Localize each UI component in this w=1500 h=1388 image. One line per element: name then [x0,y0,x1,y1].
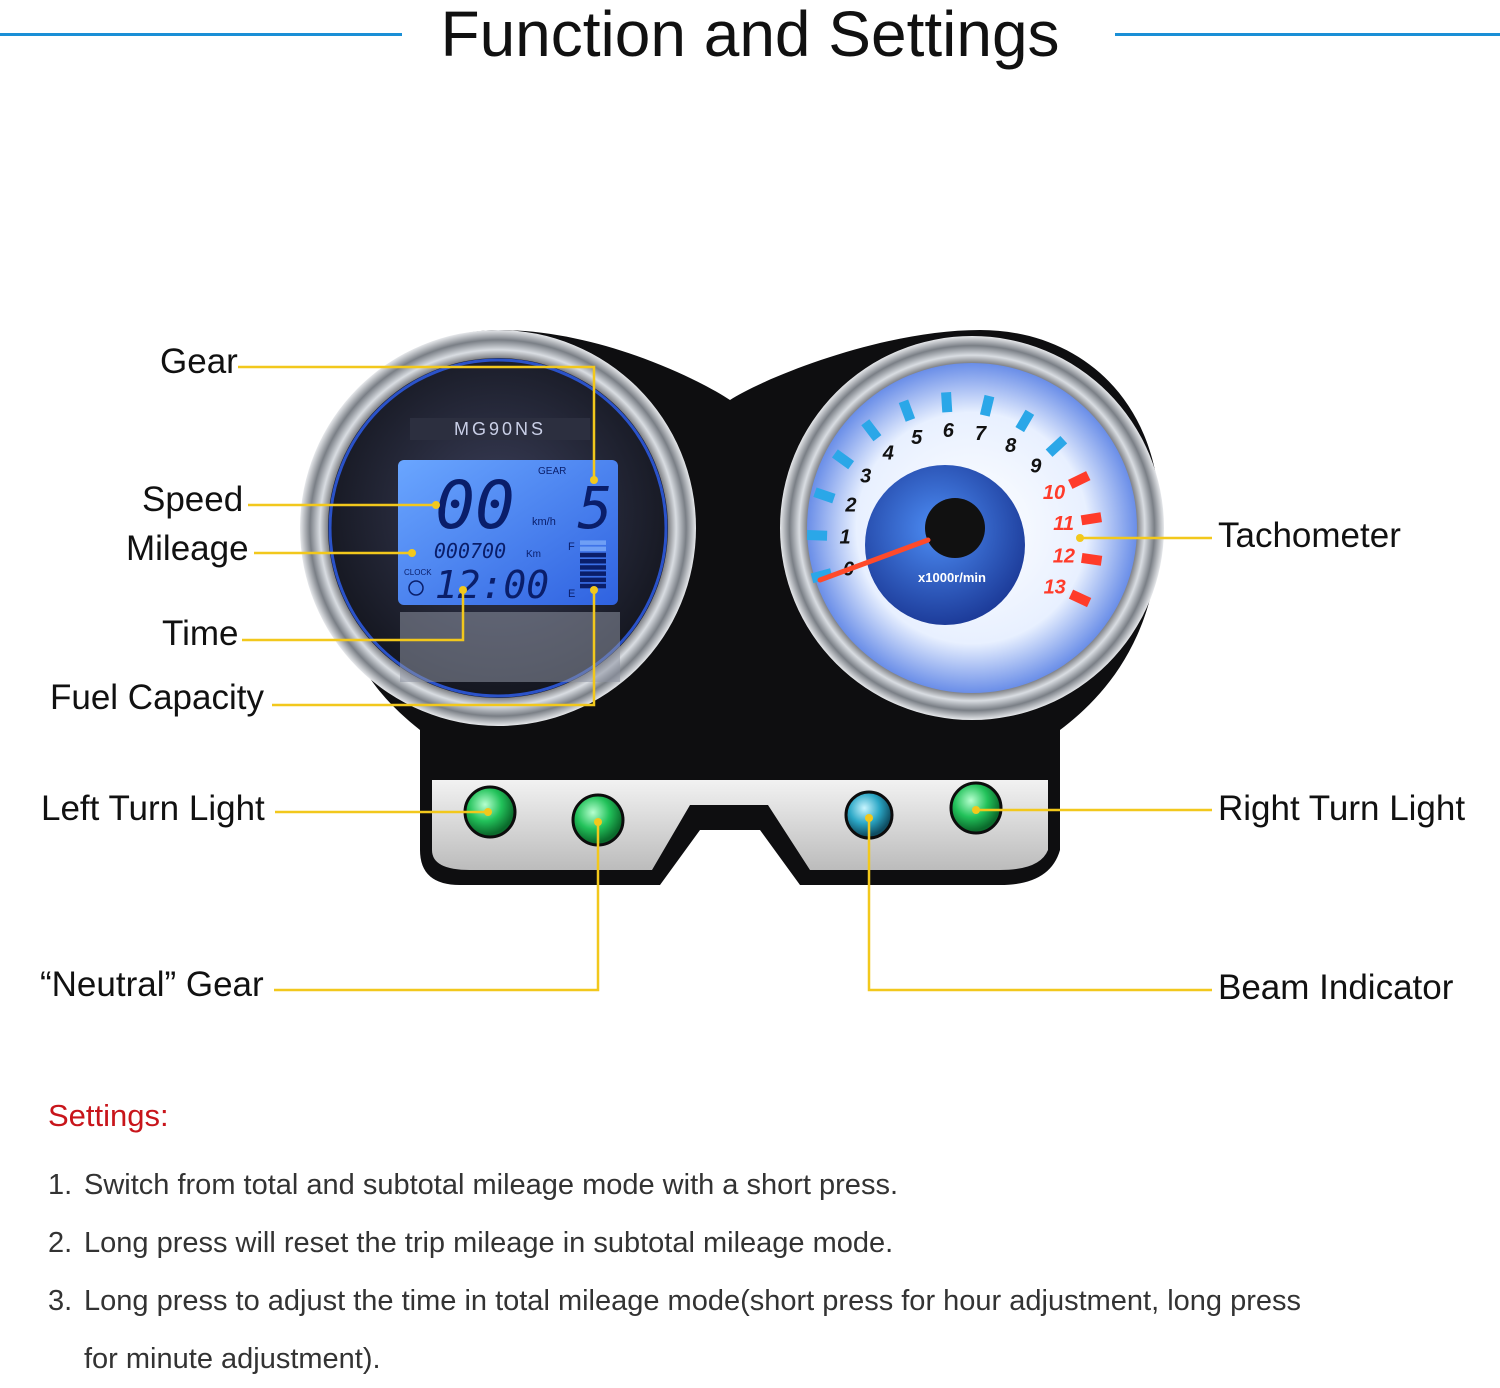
clock-label: CLOCK [404,568,432,577]
callout-left-turn-light: Left Turn Light [41,789,265,828]
settings-item: 1. Switch from total and subtotal mileage… [48,1156,1468,1214]
callout-tachometer: Tachometer [1218,516,1401,555]
tachometer-tick-label: 4 [882,443,894,465]
speed-readout: 00 [435,467,514,544]
tachometer-tick-label: 13 [1044,576,1066,598]
callout-dots [408,476,1084,826]
lcd-screen [398,460,618,605]
callout-right-turn-light: Right Turn Light [1218,789,1466,828]
tachometer-tick-label: 1 [839,526,850,548]
speed-unit: km/h [532,516,556,528]
tachometer-tick [831,449,855,470]
settings-item-text: for minute adjustment). [84,1343,381,1375]
speedometer-brand-strip [410,418,590,440]
fuel-bar [580,571,606,576]
settings-item-number [48,1330,84,1388]
clock-readout: 12:00 [435,563,549,607]
tachometer-scale: 012345678910111213 [806,391,1103,608]
tachometer-tick [1045,435,1068,457]
beam-callout-line [867,818,1212,992]
settings-item: for minute adjustment). [48,1330,1468,1388]
page-title: Function and Settings [440,0,1060,70]
speedometer-brand-text: MG90NS [454,419,546,439]
tachometer-gauge: 012345678910111213 x1000r/min [780,336,1164,720]
callout-beam-indicator: Beam Indicator [1218,968,1454,1007]
settings-list: 1. Switch from total and subtotal mileage… [48,1156,1468,1388]
header-line-right [1115,33,1500,36]
tachometer-tick [806,530,828,541]
settings-item: 3. Long press to adjust the time in total… [48,1272,1468,1330]
fuel-full-label: F [568,541,575,553]
gear-readout: 5 [578,474,613,542]
callout-speed: Speed [142,480,244,519]
tachometer-tick [1015,409,1035,433]
clock-icon [408,580,424,596]
fuel-empty-label: E [568,588,575,600]
fuel-callout-line [272,590,596,707]
tachometer-tick-label: 12 [1053,545,1075,567]
tachometer-tick [979,394,995,417]
tachometer-tick-label: 11 [1053,513,1074,535]
tachometer-tick-label: 7 [975,423,987,445]
callout-lines [238,365,1212,992]
dashboard-illustration: MG90NS 00 km/h GEAR 5 000700 Km CLOCK 12… [238,330,1212,992]
tachometer-tick [1068,589,1092,608]
odometer-unit: Km [526,549,541,560]
callout-mileage: Mileage [126,529,249,568]
callout-neutral-gear: “Neutral” Gear [40,965,264,1004]
settings-item-text: Long press will reset the trip mileage i… [84,1227,894,1259]
tachometer-center-cap [925,498,985,558]
time-callout-line [242,590,465,642]
settings-item-text: Switch from total and subtotal mileage m… [84,1169,898,1201]
tachometer-tick-label: 2 [844,494,856,516]
fuel-bar [580,540,606,545]
fuel-bar [580,565,606,570]
settings-heading: Settings: [48,1098,169,1133]
tachometer-unit: x1000r/min [918,570,986,585]
tachometer-tick [810,568,833,584]
tachometer-tick [1081,553,1103,566]
tachometer-tick-label: 10 [1043,482,1065,504]
settings-item-number: 2. [48,1227,73,1259]
tachometer-tick [1068,471,1091,489]
settings-item-number: 3. [48,1285,73,1317]
tachometer-tick [861,419,882,442]
speedometer-checker-panel [400,612,620,682]
tachometer-tick [898,399,916,422]
callout-time: Time [162,614,239,653]
tachometer-tick [1080,512,1103,526]
neutral-callout-line [274,822,600,992]
tachometer-tick-label: 6 [943,420,955,442]
tachometer-tick [813,487,836,504]
speedometer-gauge: MG90NS 00 km/h GEAR 5 000700 Km CLOCK 12… [300,330,696,726]
callout-gear: Gear [160,342,238,381]
settings-item-number: 1. [48,1169,73,1201]
gear-label: GEAR [538,466,566,477]
fuel-bar [580,583,606,589]
fuel-bar [580,559,606,564]
tachometer-tick-label: 9 [1030,455,1042,477]
header-line-left [0,33,402,36]
tachometer-tick-label: 3 [860,466,871,488]
callout-fuel-capacity: Fuel Capacity [50,678,264,717]
settings-section: Settings: 1. Switch from total and subtot… [48,1098,1468,1388]
fuel-bar [580,577,606,583]
fuel-gauge-bars [580,540,606,589]
gear-callout-line [238,365,596,480]
settings-item-text: Long press to adjust the time in total m… [84,1285,1302,1317]
fuel-bar [580,552,606,558]
tachometer-tick [941,391,953,413]
tachometer-tick-label: 5 [911,427,923,449]
settings-item: 2. Long press will reset the trip mileage… [48,1214,1468,1272]
fuel-bar [580,546,606,552]
tachometer-needle [817,537,931,583]
odometer-readout: 000700 [434,539,506,563]
tachometer-tick-label: 8 [1005,435,1017,457]
